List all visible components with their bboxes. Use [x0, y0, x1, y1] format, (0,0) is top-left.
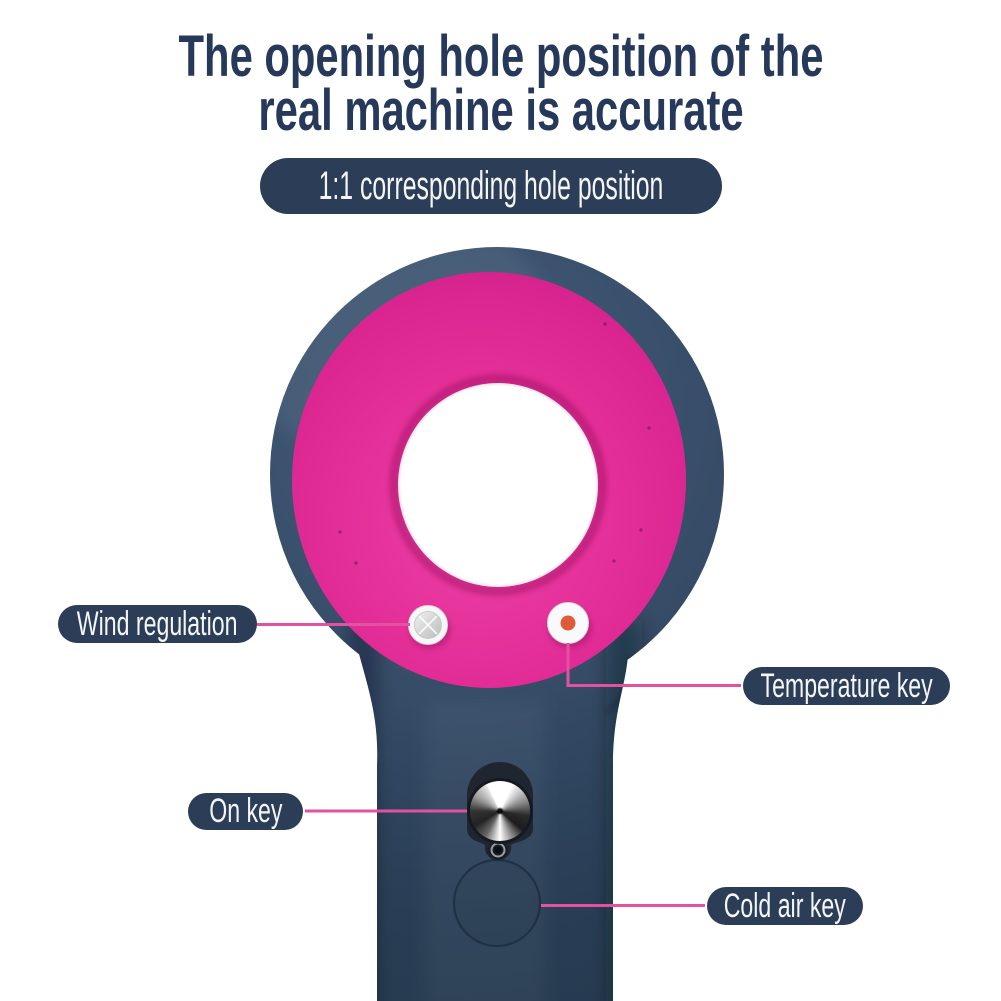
callout-temperature-label: Temperature key	[760, 666, 933, 705]
callout-wind-label: Wind regulation	[77, 604, 238, 643]
callout-cold-air-key: Cold air key	[707, 887, 863, 925]
title-line-1: The opening hole position of the	[178, 24, 823, 89]
switch-hole-ring	[490, 842, 506, 858]
air-outlet-edge	[396, 381, 600, 589]
power-knob	[470, 781, 530, 841]
face-speckles	[338, 322, 651, 565]
subtitle-badge: 1:1 corresponding hole position	[260, 158, 722, 214]
callout-cold-label: Cold air key	[723, 886, 847, 925]
air-outlet-rim	[389, 374, 607, 596]
switch-hole-center	[494, 846, 502, 854]
wind-regulation-button	[408, 605, 448, 645]
air-outlet-hole	[398, 383, 598, 587]
callout-wind-regulation: Wind regulation	[58, 605, 257, 643]
callout-on-label: On key	[208, 792, 283, 830]
temperature-leader-line	[566, 643, 741, 687]
temperature-button	[547, 602, 589, 644]
callout-temperature-key: Temperature key	[743, 667, 950, 705]
title-line-2: real machine is accurate	[257, 78, 744, 143]
callout-on-key: On key	[188, 792, 303, 830]
subtitle-badge-label: 1:1 corresponding hole position	[318, 163, 664, 208]
cold-air-button	[452, 858, 542, 948]
